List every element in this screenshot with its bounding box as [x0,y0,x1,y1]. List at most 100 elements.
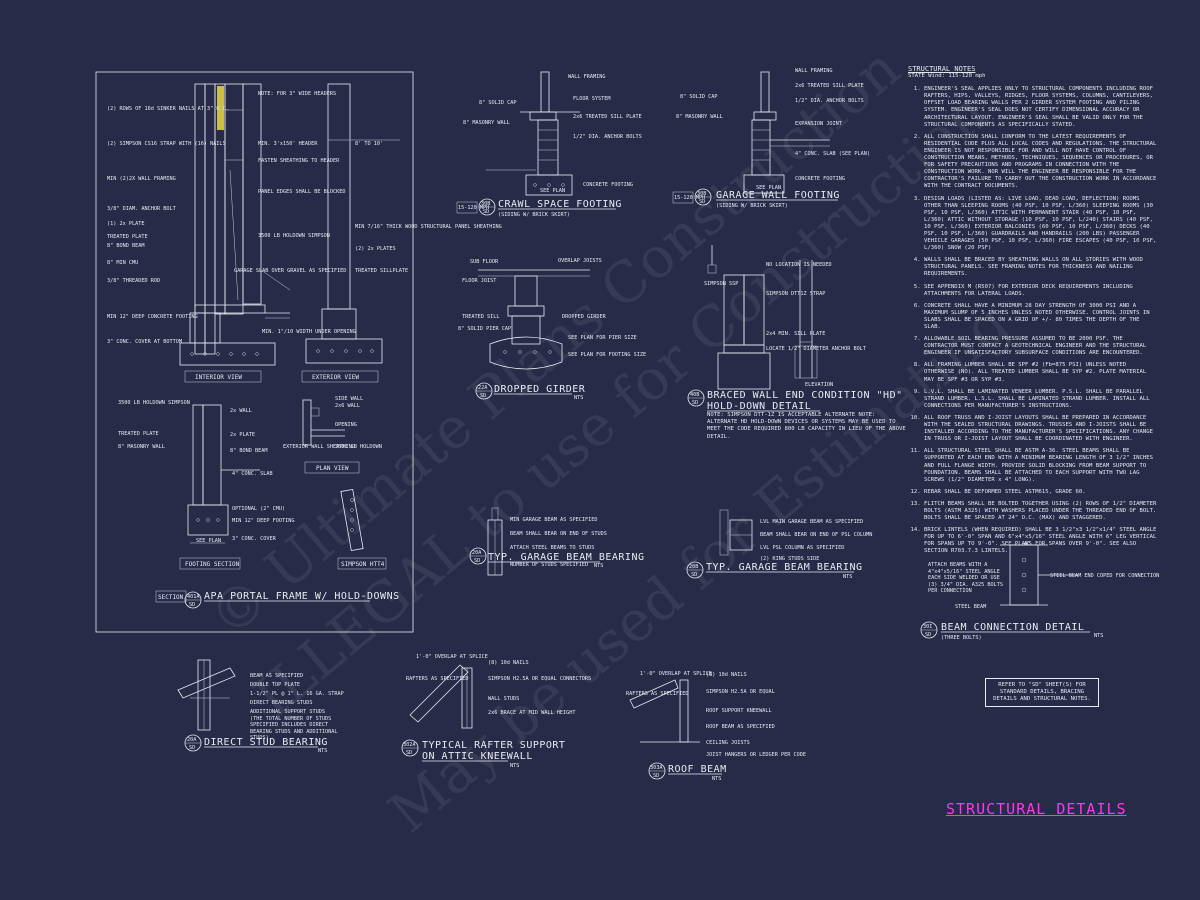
braced-label-1: NO LOCATION IS NEEDED [766,262,832,268]
girder-num: 22A [478,385,488,391]
apa-plan-label-1: 2x6 WALL [335,403,360,409]
apa-plan-label-2: OPENING [335,422,357,428]
interior-label-7: 8" MIN CMU [107,260,138,266]
roof-label-4: ROOF SUPPORT KNEEWALL [706,708,772,714]
girder-label-6: SEE PLAN FOR PIER SIZE [568,335,637,341]
reference-note-box: REFER TO "SD" SHEET(S) FOR STANDARD DETA… [985,678,1099,707]
beam-a-label-0: MIN GARAGE BEAM AS SPECIFIED [510,517,597,523]
note-item: WALLS SHALL BE BRACED BY SHEATHING WALLS… [924,257,1158,278]
garage-sub: (SIDING W/ BRICK SKIRT) [716,203,788,209]
beam-b-label-0: LVL MAIN GARAGE BEAM AS SPECIFIED [760,519,863,525]
apa-sheet: SD [189,602,195,608]
roof-num: 303A [650,765,663,771]
rafter-label-4: WALL STUDS [488,696,519,702]
beam-conn-nts: NTS [1094,633,1103,639]
apa-footing-label-1: 2x WALL [230,408,252,414]
crawl-label-1: 8" SOLID CAP [479,100,516,106]
interior-left-labels: (2) ROWS OF 16d SINKER NAILS AT 3" O.C. … [107,106,229,345]
crawl-label-3: 8" MASONRY WALL [463,120,510,126]
braced-label-5: ELEVATION [805,382,833,388]
beam-conn-label-0: ATTACH BEAMS WITH A 4"x4"x5/16" STEEL AN… [928,562,1003,594]
notes-list: ENGINEER'S SEAL APPLIES ONLY TO STRUCTUR… [908,86,1158,555]
roof-label-3: RAFTERS AS SPECIFIED [626,691,688,697]
rafter-title: TYPICAL RAFTER SUPPORT [422,740,565,751]
apa-plan-view: SIDE WALL 2x6 WALL OPENING EXTERIOR WALL… [283,396,382,474]
beam-a-label-2: ATTACH STEEL BEAMS TO STUDS [510,545,594,551]
garage-range: 15-120 MPH [674,195,705,201]
beam-a-num: 20A [472,550,482,556]
note-item: L.V.L. SHALL BE LAMINATED VENEER LUMBER.… [924,389,1158,410]
beam-a-label-1: BEAM SHALL BEAR ON END OF STUDS [510,531,607,537]
note-item: ALL ROOF TRUSS AND I-JOIST LAYOUTS SHALL… [924,415,1158,443]
apa-footing-label-0: 3500 LB HOLDOWN SIMPSON [118,400,190,406]
beam-conn-sub: (THREE BOLTS) [941,635,982,641]
interior-label-2: MIN (2)2X WALL FRAMING [107,176,176,182]
beam-conn-sheet: SD [925,632,931,638]
sheet-title: STRUCTURAL DETAILS [946,800,1127,818]
garage-label-3: 8" MASONRY WALL [676,114,723,120]
beam-conn-label-wrap: ATTACH BEAMS WITH A 4"x4"x5/16" STEEL AN… [928,562,1003,594]
interior-right-label-0: NOTE: FOR 3" WIDE HEADERS [258,91,336,97]
crawl-label-5: 1/2" DIA. ANCHOR BOLTS [573,134,642,140]
note-item: DESIGN LOADS (LISTED AS: LIVE LOAD, DEAD… [924,196,1158,253]
apa-footing-label-4: 8" BOND BEAM [230,448,267,454]
crawl-range: 15-120 MPH [458,205,489,211]
beam-conn-label-1: STEEL BEAM END COPED FOR CONNECTION [1050,573,1159,579]
garage-beam-bearing-b: LVL MAIN GARAGE BEAM AS SPECIFIED BEAM S… [686,509,872,580]
exterior-label-2: TREATED SILLPLATE [355,268,408,274]
beam-a-nts: NTS [594,563,603,569]
rafter-sheet: SD [406,750,412,756]
interior-view: INTERIOR VIEW [179,83,291,383]
note-item: FLITCH BEAMS SHALL BE BOLTED TOGETHER US… [924,501,1158,522]
beam-conn-label-2: STEEL BEAM [955,604,986,610]
beam-a-title: TYP. GARAGE BEAM BEARING [488,552,645,563]
apa-footing-section: FOOTING SECTION 3500 LB HOLDOWN SIMPSON … [118,400,294,570]
direct-stud-bearing-detail: BEAM AS SPECIFIED DOUBLE TOP PLATE 1-1/2… [177,659,344,754]
interior-right-label-6: MIN. 1"/10 WIDTH UNDER OPENING [262,329,356,335]
beam-b-label-3: (2) KING STUDS SIDE [760,556,819,562]
apa-footing-label-5: 8" MASONRY WALL [118,444,165,450]
apa-footing-label-10: SEE PLAN [196,538,221,544]
garage-label-7: CONCRETE FOOTING [795,176,845,182]
note-item: ALL STRUCTURAL STEEL SHALL BE ASTM A-36.… [924,448,1158,483]
roof-label-6: CEILING JOISTS [706,740,750,746]
girder-title: DROPPED GIRDER [494,384,586,395]
apa-footing-label-8: MIN 12" DEEP FOOTING [232,518,294,524]
interior-label-8: 3/8" THREADED ROD [107,278,160,284]
note-item: CONCRETE SHALL HAVE A MINIMUM 28 DAY STR… [924,303,1158,331]
beam-b-label-2: LVL PSL COLUMN AS SPECIFIED [760,545,844,551]
interior-label-10: 3" CONC. COVER AT BOTTOM [107,339,182,345]
stud-title: DIRECT STUD BEARING [204,737,328,748]
rafter-title-2: ON ATTIC KNEEWALL [422,751,533,762]
apa-footing-label-7: OPTIONAL (2" CMU) [232,506,285,512]
apa-section-prefix: SECTION [158,594,184,601]
braced-label-2: SIMPSON DTT1Z STRAP [766,291,825,297]
roof-nts: NTS [712,776,721,782]
garage-wall-footing-detail: WALL FRAMING 2x6 TREATED SILL PLATE 8" S… [672,68,870,209]
apa-footing-label-6: 4" CONC. SLAB [232,471,273,477]
apa-title-block: SECTION 401A SD APA PORTAL FRAME W/ HOLD… [155,590,399,609]
garage-label-4: 1/2" DIA. ANCHOR BOLTS [795,98,864,104]
simpson-htt4: SIMPSON HTT4 [337,488,387,570]
apa-footing-label-2: 2x PLATE [230,432,255,438]
structural-notes: STRUCTURAL NOTES STATE Wind: 115-120 mph… [908,65,1158,561]
garage-label-1: 2x6 TREATED SILL PLATE [795,83,864,89]
crawl-label-4: FLOOR SYSTEM [573,96,610,102]
roof-label-1: (8) 10d NAILS [706,672,747,678]
roof-label-2: SIMPSON H2.5A OR EQUAL [706,689,775,695]
braced-num: 40B [690,392,699,398]
stud-label-5-wrap: (THE TOTAL NUMBER OF STUDS SPECIFIED INC… [250,716,337,740]
apa-portal-frame-detail: INTERIOR VIEW (2) ROWS OF 16d SINKER NAI… [95,71,502,633]
stud-nts: NTS [318,748,327,754]
interior-label-6: 8" BOND BEAM [107,243,144,249]
beam-a-label-3: NUMBER OF STUDS SPECIFIED [510,562,588,568]
rafter-label-1: (8) 10d NAILS [488,660,529,666]
stud-label-1: DOUBLE TOP PLATE [250,682,300,688]
exterior-label-1: (2) 2x PLATES [355,246,396,252]
crawl-sheet: SD [483,209,489,215]
crawl-num: 30B [481,201,490,207]
apa-plan-label-4: 3500 LB HOLDOWN [335,444,382,450]
girder-label-4: OVERLAP JOISTS [558,258,602,264]
apa-border [95,71,414,633]
interior-label-9: MIN 12" DEEP CONCRETE FOOTING [107,314,198,320]
